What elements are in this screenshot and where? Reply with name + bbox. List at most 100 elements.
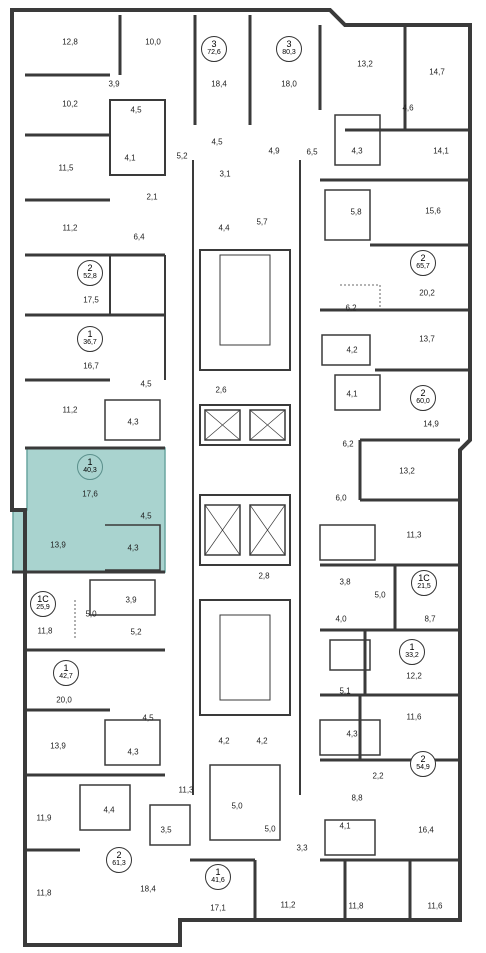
apartment-area: 80,3 [282,49,296,56]
apartment-rooms: 1С [37,594,49,604]
room-area: 4,5 [140,379,152,389]
room-area: 2,8 [258,571,270,581]
room-area: 3,9 [125,595,137,605]
room-area: 4,3 [127,543,139,553]
room-area: 4,3 [346,729,358,739]
apartment-rooms: 1 [215,867,221,877]
room-area: 4,4 [103,805,115,815]
room-area: 4,6 [402,103,414,113]
apartment-rooms: 3 [286,39,292,49]
room-area: 18,4 [140,884,156,894]
room-area: 12,8 [62,37,78,47]
room-area: 4,2 [256,736,268,746]
room-area: 13,9 [50,540,66,550]
apartment-rooms: 2 [87,263,93,273]
apartment-area: 36,7 [83,339,97,346]
apartment-area: 25,9 [36,604,50,611]
room-area: 5,7 [256,217,268,227]
room-area: 2,6 [215,385,227,395]
room-area: 10,0 [145,37,161,47]
room-area: 5,2 [130,627,142,637]
room-area: 4,1 [339,821,351,831]
room-area: 4,4 [218,223,230,233]
room-area: 3,9 [108,79,120,89]
room-area: 13,9 [50,741,66,751]
room-area: 4,1 [124,153,136,163]
room-area: 4,3 [127,747,139,757]
room-area: 5,1 [339,686,351,696]
room-area: 20,2 [419,288,435,298]
room-area: 4,5 [142,713,154,723]
apartment-area: 33,2 [405,652,419,659]
room-area: 6,4 [133,232,145,242]
room-area: 2,1 [146,192,158,202]
room-area: 11,3 [178,785,194,795]
apartment-rooms: 1 [63,663,69,673]
apartment-rooms: 1 [87,329,93,339]
apartment-area: 40,3 [83,467,97,474]
room-area: 16,4 [418,825,434,835]
room-area: 3,5 [160,825,172,835]
room-area: 4,3 [351,146,363,156]
room-area: 3,1 [219,169,231,179]
room-area: 13,2 [399,466,415,476]
room-area: 11,3 [406,530,422,540]
room-area: 11,8 [36,888,52,898]
room-area: 13,2 [357,59,373,69]
room-area: 15,6 [425,206,441,216]
room-area: 5,2 [176,151,188,161]
room-area: 2,2 [372,771,384,781]
apartment-area: 21,5 [417,583,431,590]
room-area: 4,9 [268,146,280,156]
apartment-rooms: 1 [409,642,415,652]
apartment-rooms: 1С [418,573,430,583]
room-area: 4,3 [127,417,139,427]
room-area: 6,2 [342,439,354,449]
room-area: 6,2 [345,303,357,313]
room-area: 13,7 [419,334,435,344]
room-area: 11,5 [58,163,74,173]
room-area: 5,0 [374,590,386,600]
room-area: 17,6 [82,489,98,499]
apartment-rooms: 2 [420,388,426,398]
apartment-area: 54,9 [416,764,430,771]
room-area: 8,7 [424,614,436,624]
room-area: 14,9 [423,419,439,429]
room-area: 20,0 [56,695,72,705]
room-area: 11,8 [37,626,53,636]
room-area: 4,2 [218,736,230,746]
room-area: 16,7 [83,361,99,371]
room-area: 11,6 [427,901,443,911]
apartment-rooms: 2 [420,253,426,263]
room-area: 11,2 [62,223,78,233]
room-area: 17,5 [83,295,99,305]
room-area: 5,0 [85,609,97,619]
room-area: 14,1 [433,146,449,156]
room-area: 17,1 [210,903,226,913]
apartment-area: 65,7 [416,263,430,270]
apartment-area: 60,0 [416,398,430,405]
room-area: 11,2 [62,405,78,415]
apartment-area: 41,6 [211,877,225,884]
room-area: 4,1 [346,389,358,399]
room-area: 11,2 [280,900,296,910]
room-area: 5,8 [350,207,362,217]
room-area: 12,2 [406,671,422,681]
room-area: 6,5 [306,147,318,157]
room-area: 8,8 [351,793,363,803]
